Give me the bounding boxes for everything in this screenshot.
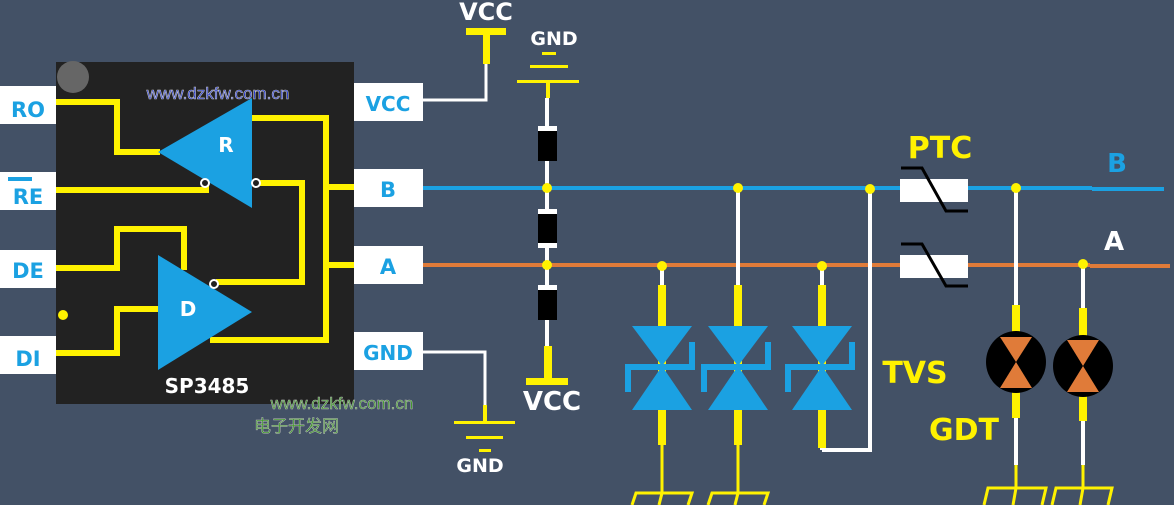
pin-de: DE bbox=[12, 259, 44, 283]
pin-ro: RO bbox=[11, 98, 45, 122]
driver-label: D bbox=[180, 297, 197, 321]
vcc-bottom-symbol bbox=[526, 378, 568, 385]
ptc-label: PTC bbox=[908, 131, 972, 166]
chassis-grounds bbox=[630, 445, 1114, 505]
right-pins: VCC B A GND bbox=[354, 83, 423, 370]
pin-b: B bbox=[380, 178, 396, 202]
gdt-label: GDT bbox=[929, 413, 1000, 448]
junction-dots bbox=[542, 183, 1088, 271]
left-pins: RO RE DE DI bbox=[0, 86, 56, 374]
gnd-bottom-label: GND bbox=[456, 455, 503, 477]
gdt-branches bbox=[986, 188, 1113, 465]
receiver-input-bubble bbox=[251, 178, 261, 188]
gnd-top-symbol bbox=[517, 52, 579, 98]
bus-b-label: B bbox=[1107, 149, 1127, 179]
tvs-branches bbox=[658, 188, 872, 452]
watermark-site-name: 电子开发网 bbox=[254, 417, 339, 437]
pin-vcc: VCC bbox=[366, 92, 411, 116]
pin-di: DI bbox=[15, 347, 40, 371]
driver-bubble bbox=[209, 279, 219, 289]
ptc-resistors bbox=[900, 166, 968, 288]
watermark-url-bottom: www.dzkfw.com.cn bbox=[270, 394, 414, 413]
tvs-diodes bbox=[625, 326, 855, 410]
receiver-label: R bbox=[218, 133, 233, 157]
pin-gnd: GND bbox=[363, 341, 413, 365]
driver-amp bbox=[158, 255, 252, 370]
overbar bbox=[8, 177, 32, 181]
pin-a: A bbox=[380, 255, 397, 279]
vcc-bottom-label: VCC bbox=[523, 387, 581, 417]
receiver-enable-bubble bbox=[200, 178, 210, 188]
pin-dot bbox=[58, 310, 68, 320]
vcc-top-label: VCC bbox=[459, 0, 513, 26]
watermark-url-top: www.dzkfw.com.cn bbox=[146, 84, 290, 103]
chip-traces bbox=[56, 99, 354, 356]
receiver-amp bbox=[158, 98, 252, 208]
pin-re: RE bbox=[13, 185, 44, 209]
tvs-label: TVS bbox=[882, 356, 947, 391]
gnd-bottom-symbol bbox=[454, 405, 515, 452]
gnd-top-label: GND bbox=[530, 28, 577, 50]
pin1-marker bbox=[57, 61, 89, 93]
chip-name: SP3485 bbox=[165, 374, 250, 398]
bias-resistors bbox=[538, 126, 557, 320]
bus-a-label: A bbox=[1104, 227, 1124, 257]
